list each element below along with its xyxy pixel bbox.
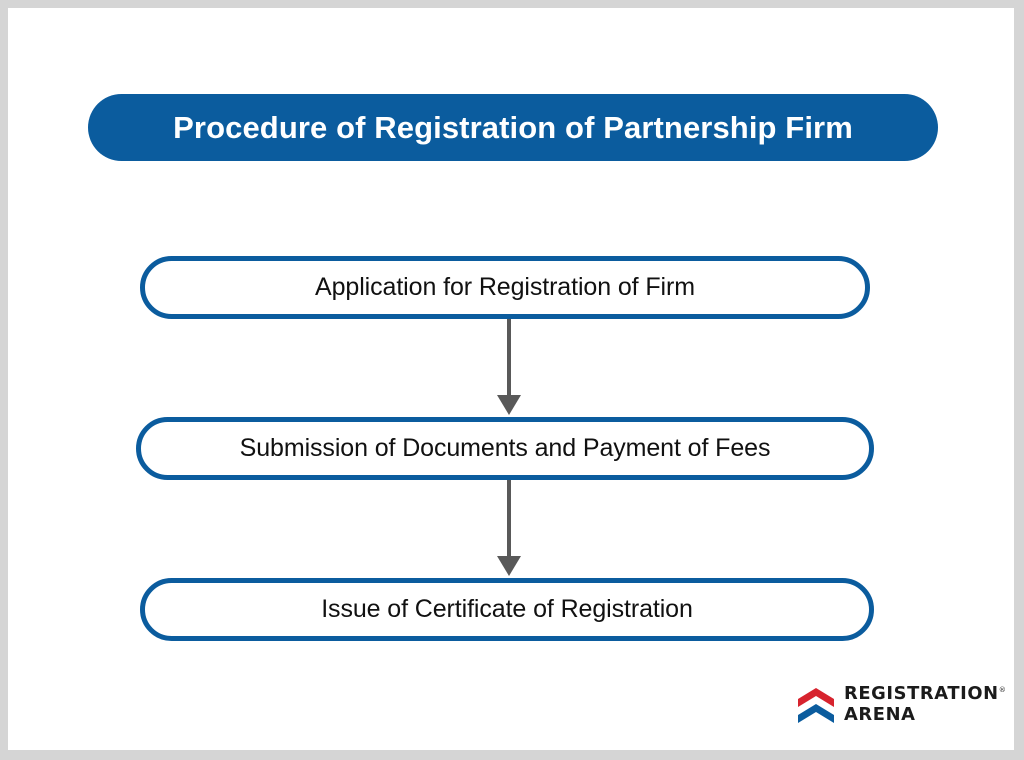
flow-step-3: Issue of Certificate of Registration	[140, 578, 874, 641]
registered-trademark-icon: ®	[998, 686, 1006, 695]
page-title: Procedure of Registration of Partnership…	[173, 109, 853, 145]
brand-logo-line-2: ARENA	[844, 704, 916, 725]
flow-step-2-label: Submission of Documents and Payment of F…	[239, 434, 771, 462]
brand-logo-wordmark: REGISTRATION® ARENA	[844, 684, 1006, 725]
flow-step-1: Application for Registration of Firm	[140, 256, 870, 319]
flow-step-1-label: Application for Registration of Firm	[315, 273, 695, 301]
flowchart: Application for Registration of Firm Sub…	[8, 8, 1014, 750]
flow-connector-arrow-2	[492, 480, 526, 578]
diagram-title-banner: Procedure of Registration of Partnership…	[88, 94, 938, 161]
diagram-canvas: Procedure of Registration of Partnership…	[8, 8, 1014, 750]
double-chevron-up-icon	[797, 687, 835, 724]
flow-step-3-label: Issue of Certificate of Registration	[321, 595, 693, 623]
brand-logo-line-1-text: REGISTRATION	[844, 684, 999, 704]
brand-logo: REGISTRATION® ARENA	[797, 684, 1006, 725]
flow-step-2: Submission of Documents and Payment of F…	[136, 417, 874, 480]
flow-connector-arrow-1	[492, 319, 526, 417]
brand-logo-line-1: REGISTRATION®	[844, 684, 1006, 704]
